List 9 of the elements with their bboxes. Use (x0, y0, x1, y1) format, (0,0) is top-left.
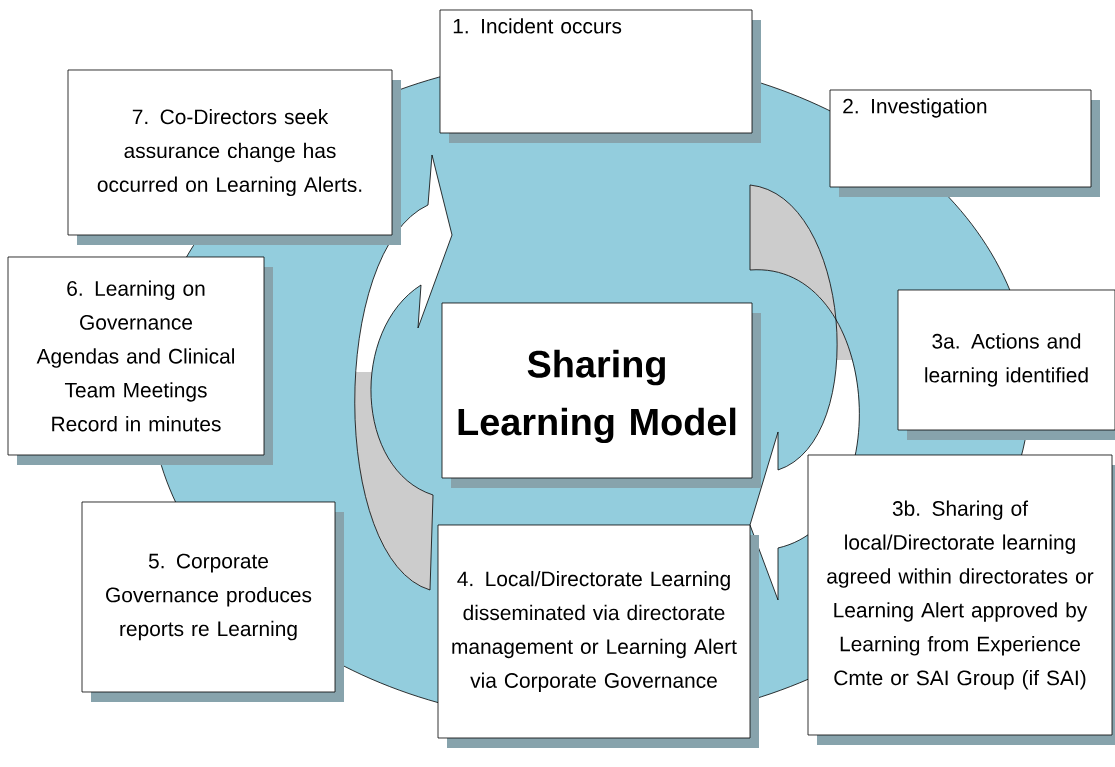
text-box: 6. Learning on Governance Agendas and Clinical Team Meetings Record in minutes (7, 256, 273, 465)
text-box: 4. Local/Directorate Learning disseminated via directorate management or Learning Alert via Corporate Governance (437, 524, 759, 748)
text-box: Sharing Learning Model (441, 302, 761, 488)
text-box: 5. Corporate Governance produces reports re Learning (81, 501, 344, 702)
text-box: 3a. Actions and learning identified (897, 289, 1115, 440)
text-box: 3b. Sharing of local/Directorate learning agreed within directorates or Learning Alert approved by Learning from Experience Cmte or SAI Group (if SAI) (807, 454, 1115, 745)
text-box: 7. Co-Directors seek assurance change has occurred on Learning Alerts. (67, 69, 401, 245)
text-box: 2. Investigation (829, 89, 1100, 197)
text-box: 1. Incident occurs (439, 9, 761, 143)
